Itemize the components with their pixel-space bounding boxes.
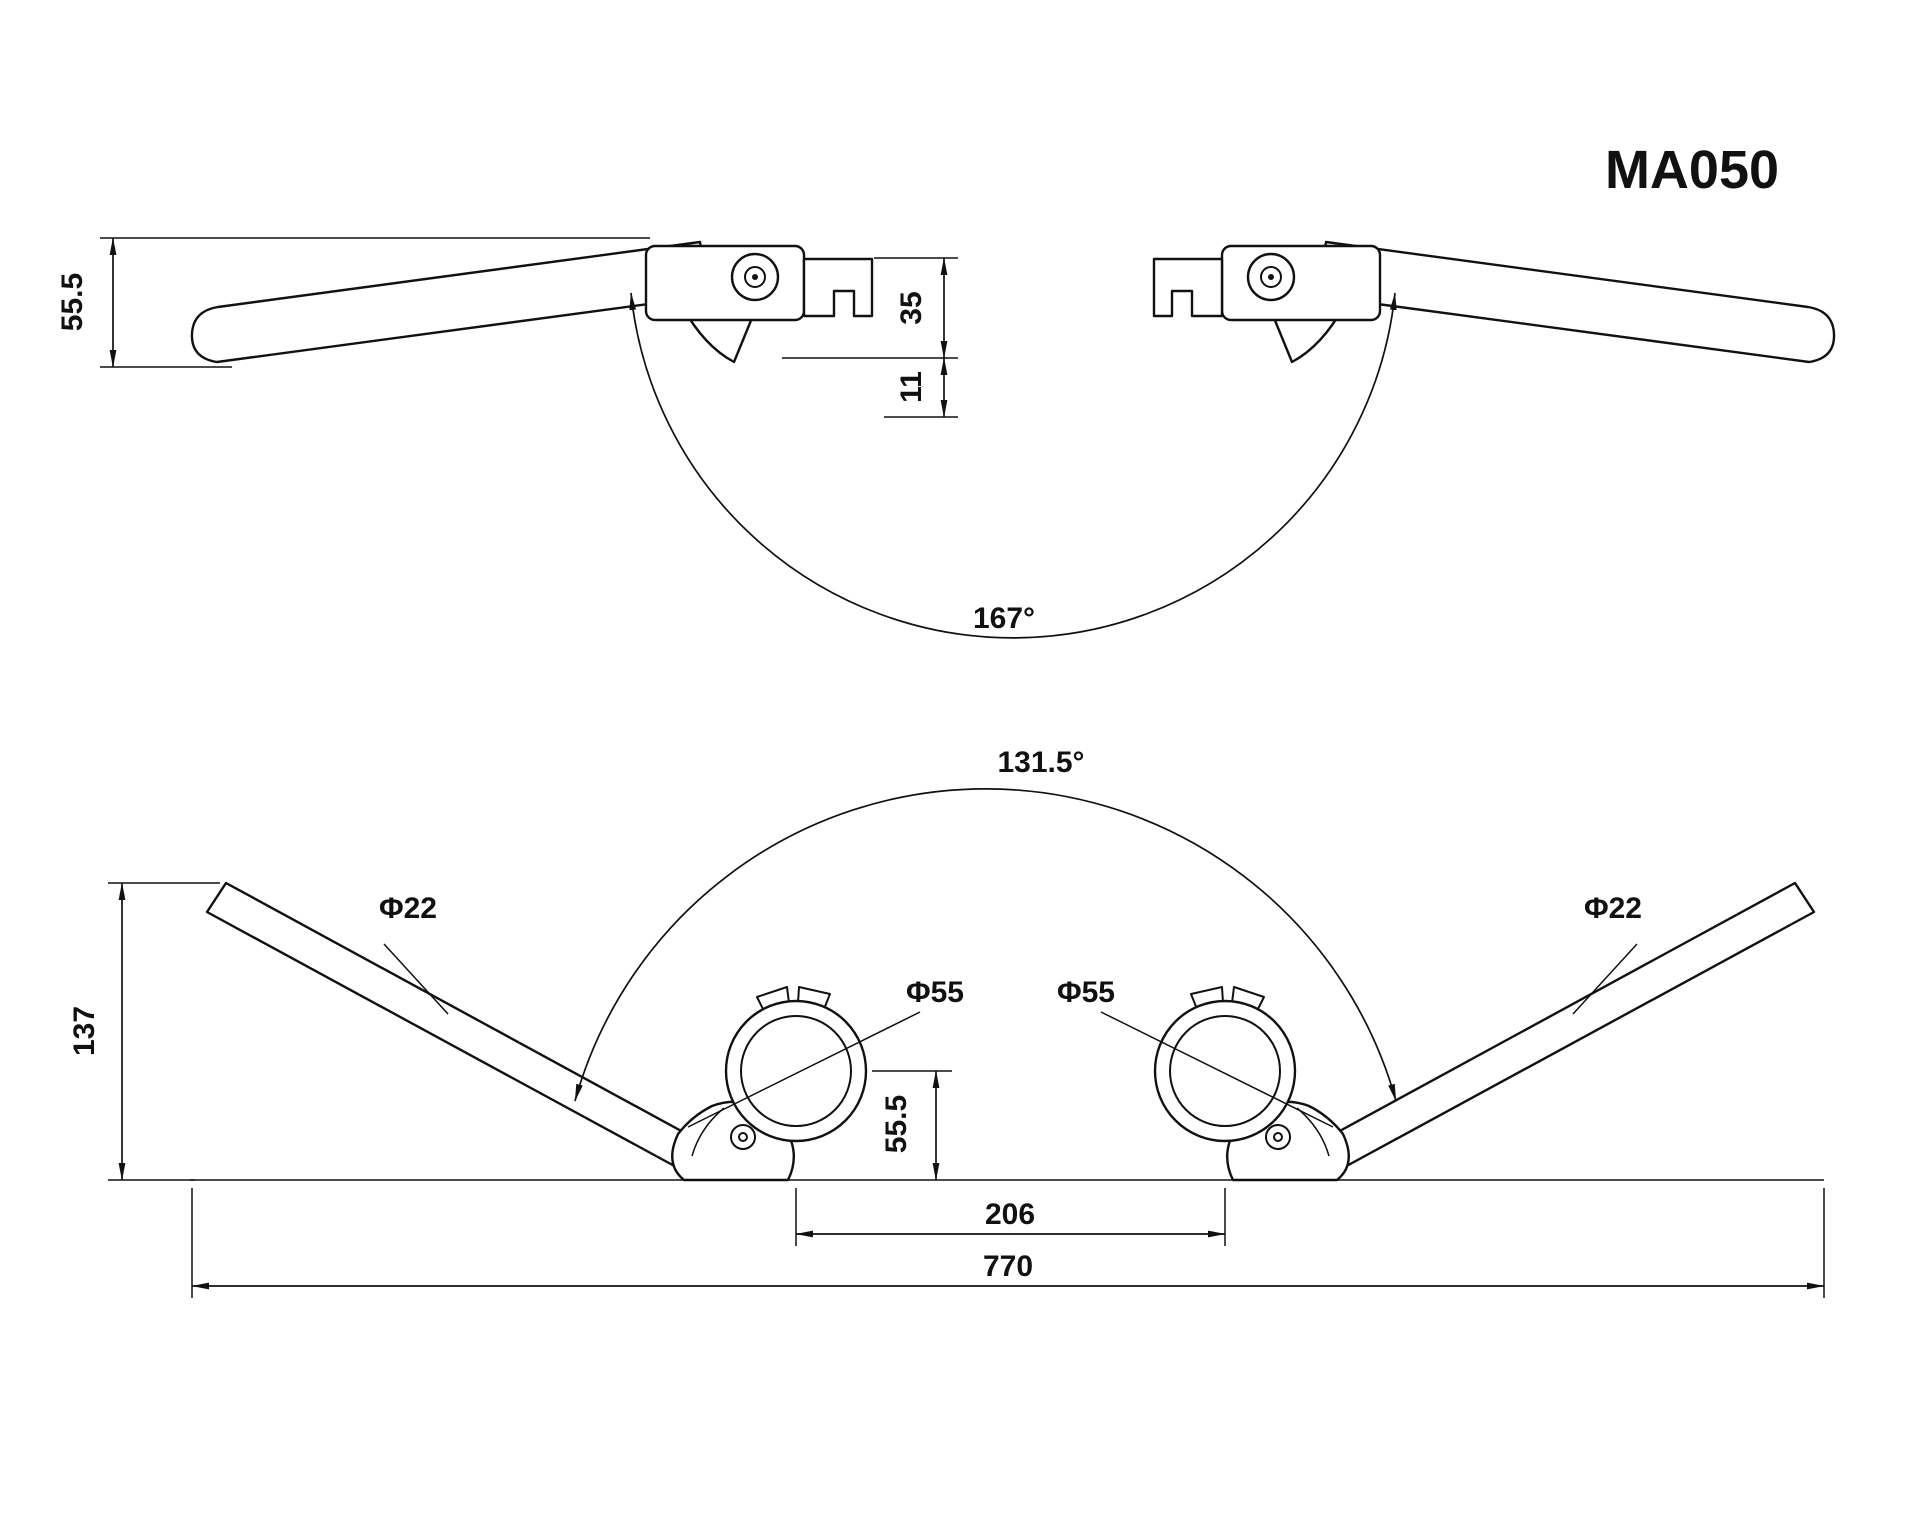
side-right-clamp: [1220, 244, 1382, 322]
dim-770: 770: [983, 1250, 1033, 1283]
leader-dia55-left: [687, 1011, 921, 1128]
dim-206: 206: [985, 1198, 1035, 1231]
dim-angle-167: 167°: [973, 602, 1035, 635]
side-left-bar: [190, 240, 710, 364]
dim-55-5-side: 55.5: [56, 273, 89, 331]
plan-left-ring-inner: [740, 1015, 852, 1127]
side-view: 55.5 35 11 167°: [56, 237, 1836, 639]
drawing-title: MA050: [1605, 140, 1779, 200]
side-left-clamp: [644, 244, 806, 322]
leader-dia55-right: [1100, 1011, 1334, 1128]
dim-dia22-left: Φ22: [379, 892, 437, 925]
arc-167: [629, 292, 1397, 639]
plan-view: 131.5° Φ22 Φ22 Φ55 Φ55 137 55.5 206 770: [68, 746, 1825, 1298]
plan-left-boltlug-hole: [738, 1132, 748, 1142]
leader-dia22-right: [1572, 943, 1638, 1015]
plan-right-boltlug-hole: [1273, 1132, 1283, 1142]
side-left-bracket: [802, 257, 874, 318]
dim-11: 11: [895, 371, 928, 403]
side-right-bar: [1316, 240, 1836, 364]
dim-angle-131-5: 131.5°: [997, 746, 1084, 779]
arc-131-5: [574, 788, 1397, 1102]
dim-dia22-right: Φ22: [1584, 892, 1642, 925]
side-left-boss-dot: [752, 274, 758, 280]
dim-35: 35: [895, 291, 928, 324]
plan-left-tube: [205, 881, 709, 1177]
plan-right-tube: [1312, 881, 1816, 1177]
leader-dia22-left: [383, 943, 449, 1015]
plan-right-ring-inner: [1169, 1015, 1281, 1127]
dim-55-5-plan: 55.5: [880, 1095, 913, 1153]
dim-dia55-left: Φ55: [906, 976, 964, 1009]
dim-dia55-right: Φ55: [1057, 976, 1115, 1009]
side-right-bracket: [1152, 257, 1224, 318]
side-right-boss-dot: [1268, 274, 1274, 280]
dim-137: 137: [68, 1006, 101, 1056]
